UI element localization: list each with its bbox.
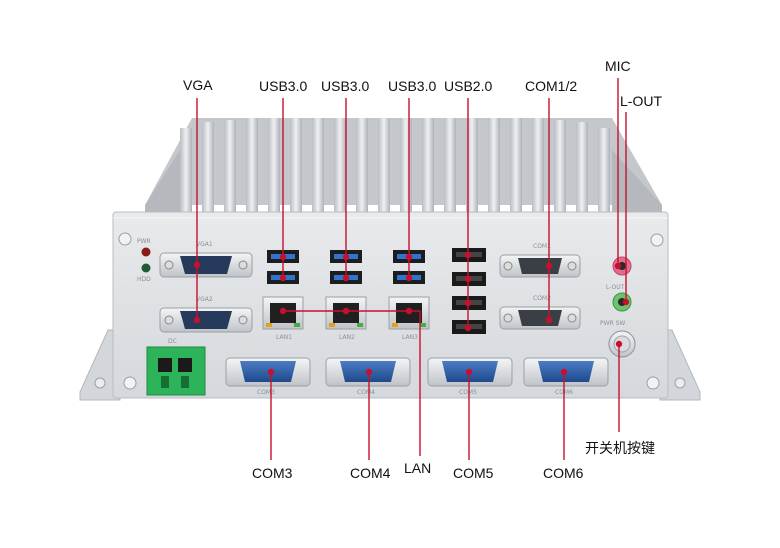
lan1-print: LAN1 (276, 334, 292, 341)
panel-screws (118, 232, 664, 390)
dc-print: DC (168, 338, 177, 345)
lout-label: L-OUT (620, 93, 662, 109)
power-button-label: 开关机按键 (585, 440, 655, 456)
usb30-label-3: USB3.0 (388, 78, 437, 94)
com1-print: COM1 (533, 243, 551, 250)
com4-print: COM4 (357, 389, 375, 396)
com5-print: COM5 (459, 389, 477, 396)
com12-label: COM1/2 (525, 78, 578, 94)
com6-label: COM6 (543, 465, 584, 481)
vga-label: VGA (183, 77, 213, 93)
com4-label: COM4 (350, 465, 391, 481)
pwr-print: PWR (137, 238, 151, 245)
hdd-print: HDD (137, 276, 151, 283)
lan2-print: LAN2 (339, 334, 355, 341)
vga2-port (159, 307, 253, 333)
vga1-print: VGA1 (196, 241, 213, 248)
vga2-print: VGA2 (196, 296, 213, 303)
com3-label: COM3 (252, 465, 293, 481)
com2-port (499, 306, 581, 330)
com1-port (499, 254, 581, 278)
com6-port (523, 357, 609, 387)
pwrsw-print: PWR SW (600, 320, 625, 327)
dc-terminal-block (146, 346, 206, 396)
com2-print: COM2 (533, 295, 551, 302)
pwr-led (141, 247, 151, 257)
usb30-label-2: USB3.0 (321, 78, 370, 94)
mic-label: MIC (605, 58, 631, 74)
hdd-led (141, 263, 151, 273)
com3-print: COM3 (257, 389, 275, 396)
usb20-label: USB2.0 (444, 78, 493, 94)
lan-label: LAN (404, 460, 432, 476)
annotation-lines (193, 78, 630, 460)
lan3-print: LAN3 (402, 334, 418, 341)
usb30-label-1: USB3.0 (259, 78, 308, 94)
heatsink-fins (180, 118, 610, 214)
lout-print: L-OUT (606, 284, 625, 291)
vga1-port (159, 252, 253, 278)
com5-label: COM5 (453, 465, 494, 481)
